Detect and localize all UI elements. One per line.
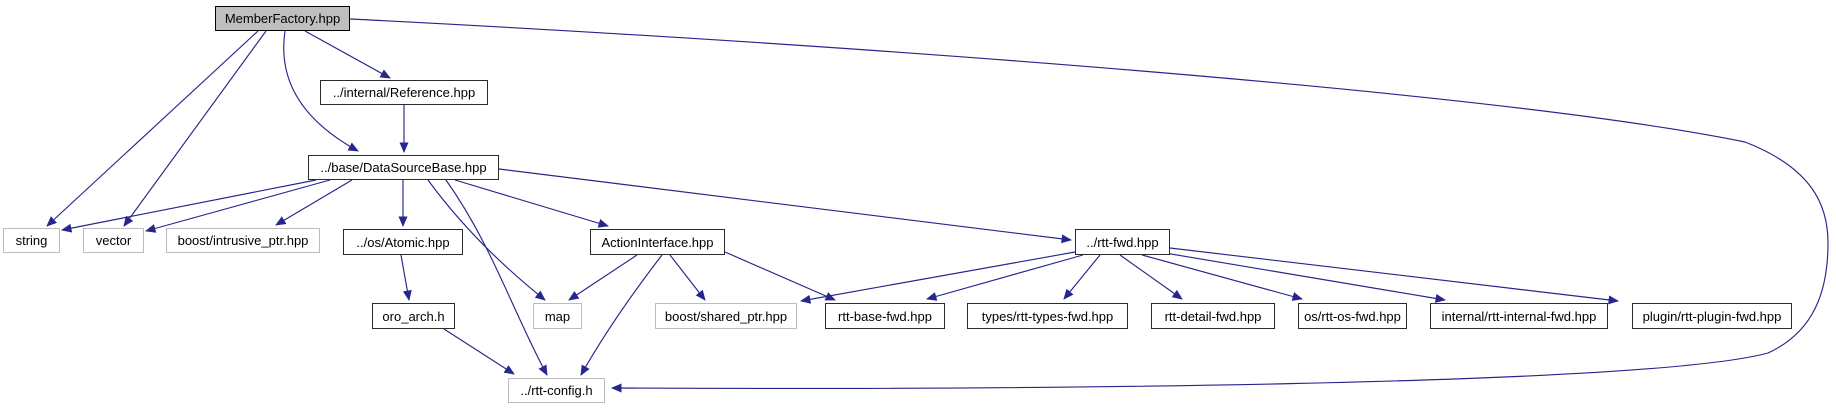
edge-rtt-fwd-to-rtt-plugin-fwd <box>1169 247 1619 305</box>
node-vector: vector <box>83 228 144 253</box>
edge-rtt-fwd-to-rtt-os-fwd <box>1141 254 1303 301</box>
edge-atomic-to-oro-arch <box>400 254 412 301</box>
edge-rtt-fwd-to-rtt-detail-fwd <box>1119 254 1183 300</box>
edge-memberfactory-to-datasourcebase <box>283 30 359 152</box>
node-atomic[interactable]: ../os/Atomic.hpp <box>343 229 463 255</box>
edge-memberfactory-to-string <box>46 30 259 227</box>
node-rtt-plugin-fwd[interactable]: plugin/rtt-plugin-fwd.hpp <box>1632 303 1792 329</box>
node-actioninterface[interactable]: ActionInterface.hpp <box>590 229 725 255</box>
edge-memberfactory-to-reference <box>304 30 391 79</box>
edge-memberfactory-to-vector <box>123 30 267 227</box>
edge-oro-arch-to-rtt-config <box>443 328 515 375</box>
node-rtt-fwd[interactable]: ../rtt-fwd.hpp <box>1075 229 1170 255</box>
node-rtt-detail-fwd[interactable]: rtt-detail-fwd.hpp <box>1151 303 1275 329</box>
node-map: map <box>533 303 582 329</box>
node-memberfactory: MemberFactory.hpp <box>215 6 350 31</box>
edge-datasourcebase-to-actioninterface <box>454 179 609 228</box>
edge-group <box>46 18 1829 393</box>
edge-datasourcebase-to-string <box>61 179 317 233</box>
edge-memberfactory-to-rtt-config <box>349 18 1829 393</box>
node-rtt-os-fwd[interactable]: os/rtt-os-fwd.hpp <box>1298 303 1407 329</box>
edge-actioninterface-to-shared-ptr <box>669 254 706 301</box>
node-datasourcebase[interactable]: ../base/DataSourceBase.hpp <box>308 155 499 180</box>
edge-rtt-fwd-to-rtt-internal-fwd <box>1164 252 1446 303</box>
edge-actioninterface-to-map <box>568 254 638 301</box>
edge-actioninterface-to-rtt-config <box>580 254 663 376</box>
edge-rtt-fwd-to-shared-ptr <box>800 251 1076 304</box>
edge-datasourcebase-to-vector <box>145 179 331 233</box>
node-string: string <box>3 228 60 253</box>
edge-rtt-fwd-to-rtt-base-fwd <box>926 254 1084 301</box>
edge-datasourcebase-to-rtt-config <box>445 179 548 376</box>
node-reference[interactable]: ../internal/Reference.hpp <box>320 80 488 105</box>
edge-datasourcebase-to-map <box>427 179 546 301</box>
node-rtt-config: ../rtt-config.h <box>508 378 605 403</box>
node-oro-arch[interactable]: oro_arch.h <box>372 303 455 329</box>
edge-rtt-fwd-to-rtt-types-fwd <box>1063 254 1101 300</box>
edge-datasourcebase-to-intrusive-ptr <box>275 179 353 226</box>
node-intrusive-ptr: boost/intrusive_ptr.hpp <box>166 228 320 253</box>
edge-datasourcebase-to-rtt-fwd <box>498 168 1072 244</box>
node-rtt-base-fwd[interactable]: rtt-base-fwd.hpp <box>825 303 945 329</box>
node-shared-ptr: boost/shared_ptr.hpp <box>655 303 797 329</box>
node-rtt-types-fwd[interactable]: types/rtt-types-fwd.hpp <box>967 303 1128 329</box>
node-rtt-internal-fwd[interactable]: internal/rtt-internal-fwd.hpp <box>1430 303 1608 329</box>
edge-actioninterface-to-rtt-base-fwd <box>724 251 836 301</box>
